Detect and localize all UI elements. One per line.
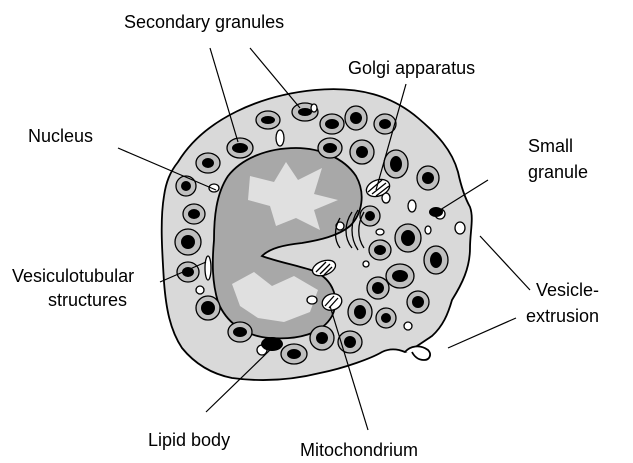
secondary-granule (376, 308, 396, 328)
lipid-body (261, 337, 283, 351)
secondary-granule (386, 264, 414, 288)
secondary-granule (360, 206, 380, 226)
secondary-granule (350, 140, 374, 164)
vesicle (307, 296, 317, 304)
vesicle (196, 286, 204, 294)
secondary-granule (228, 322, 252, 342)
secondary-granule (318, 138, 342, 158)
vesicle (404, 322, 412, 330)
secondary-granule (227, 138, 253, 158)
label-small-granule-line2: granule (528, 162, 588, 182)
secondary-granule (183, 204, 205, 224)
secondary-granule (369, 240, 391, 260)
vesicle (376, 229, 384, 235)
vesicle (363, 261, 369, 267)
secondary-granule (281, 344, 307, 364)
vesicle (311, 104, 317, 112)
secondary-granule (177, 262, 199, 282)
small-granule (429, 207, 443, 217)
secondary-granule (256, 111, 280, 129)
vesicle-extrusion-notch (405, 346, 430, 360)
secondary-granule (367, 277, 389, 299)
leader-vesicle-extrusion-2 (448, 318, 516, 348)
vesicle (425, 226, 431, 234)
secondary-granule (196, 153, 220, 173)
secondary-granule (417, 166, 439, 190)
label-vesiculotubular-line1: Vesiculotubular (12, 266, 134, 286)
secondary-granule (407, 291, 429, 313)
label-mitochondrium: Mitochondrium (300, 440, 418, 460)
label-vesicle-extrusion-line1: Vesicle- (536, 280, 599, 300)
secondary-granule (175, 229, 201, 255)
secondary-granule (384, 150, 408, 178)
vesicle (276, 130, 284, 146)
secondary-granule (196, 296, 220, 320)
secondary-granule (348, 299, 372, 325)
secondary-granule (395, 224, 421, 252)
secondary-granule (345, 106, 367, 130)
secondary-granule (320, 114, 344, 134)
vesicle (455, 222, 465, 234)
secondary-granule (176, 176, 196, 196)
secondary-granule (424, 246, 448, 274)
vesicle (408, 200, 416, 212)
label-secondary-granules: Secondary granules (124, 12, 284, 32)
label-lipid-body: Lipid body (148, 430, 230, 450)
leader-vesicle-extrusion-1 (480, 236, 530, 290)
label-small-granule-line1: Small (528, 136, 573, 156)
label-golgi-apparatus: Golgi apparatus (348, 58, 475, 78)
vesicle (205, 256, 211, 280)
label-nucleus: Nucleus (28, 126, 93, 146)
secondary-granule (310, 326, 334, 350)
label-vesicle-extrusion-line2: extrusion (526, 306, 599, 326)
label-vesiculotubular-line2: structures (48, 290, 127, 310)
